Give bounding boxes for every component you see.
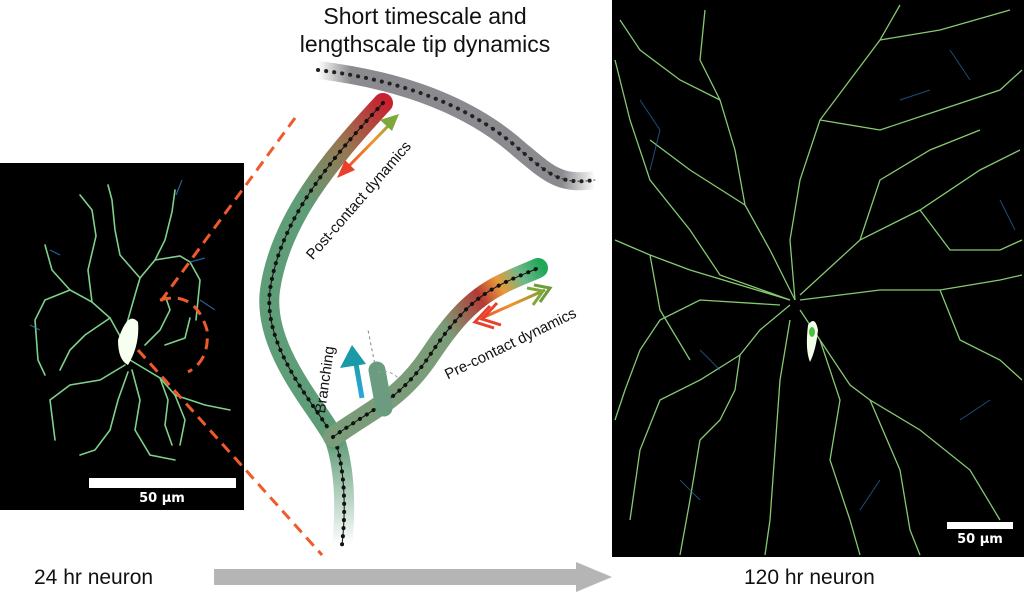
post-contact-arrow [337, 114, 399, 178]
right-panel-label: 120 hr neuron [744, 566, 875, 589]
figure-title: Short timescale and lengthscale tip dyna… [240, 2, 610, 58]
title-line-2: lengthscale tip dynamics [299, 31, 551, 57]
dendrite-trunk [259, 93, 393, 547]
pre-contact-arrow [472, 283, 553, 330]
timeline-arrow [214, 562, 612, 592]
left-panel-label: 24 hr neuron [34, 566, 154, 589]
title-line-1: Short timescale and [323, 3, 527, 29]
contact-neurite [309, 61, 604, 191]
left-scale-bar-label: 50 µm [139, 491, 185, 506]
left-neuron-image [0, 163, 244, 510]
branching-arrow [340, 345, 366, 399]
dendrite-branch [323, 258, 548, 447]
right-neuron-image [612, 0, 1024, 557]
zoom-indicator [136, 117, 324, 557]
right-scale-bar-label: 50 µm [957, 532, 1003, 547]
